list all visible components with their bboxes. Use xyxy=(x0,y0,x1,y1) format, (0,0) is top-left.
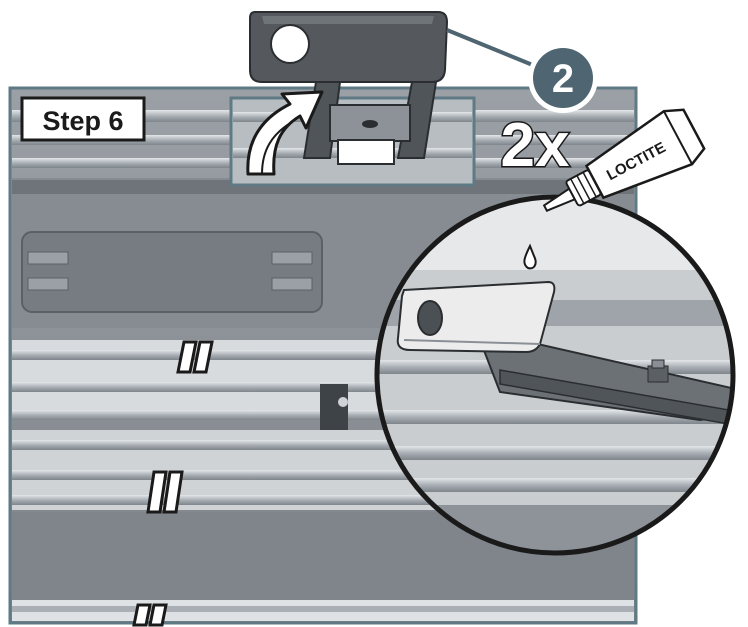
callout-leader-line xyxy=(446,28,541,70)
glue-drop-icon xyxy=(523,243,537,270)
step-label-box: Step 6 xyxy=(20,96,146,142)
break-line-marks xyxy=(132,340,214,627)
quantity-label: 2x xyxy=(501,111,570,180)
callout-number: 2 xyxy=(552,57,574,101)
callout-badge: 2 xyxy=(528,43,598,113)
clip-part xyxy=(249,11,449,83)
loctite-tube-icon: LOCTITE xyxy=(542,108,706,213)
curved-arrow-icon xyxy=(246,90,324,176)
step-label: Step 6 xyxy=(42,106,123,136)
